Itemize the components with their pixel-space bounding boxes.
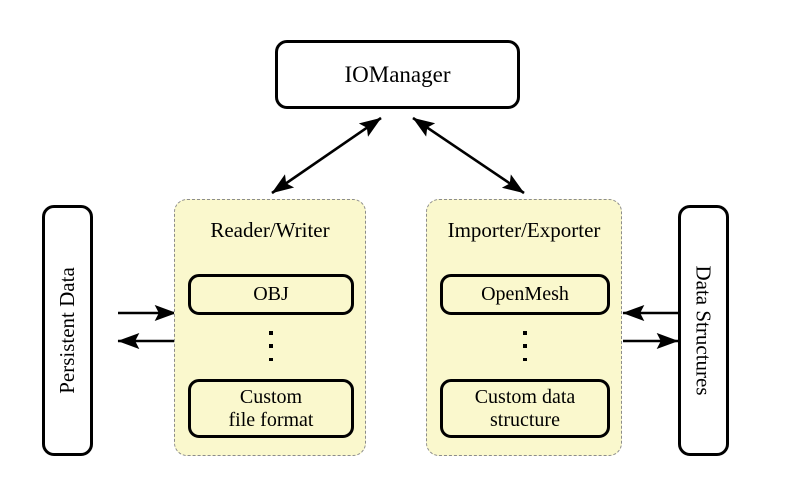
persistent-data-label: Persistent Data <box>55 267 79 394</box>
node-custom-file-format[interactable]: Custom file format <box>188 379 354 438</box>
ellipsis-reader-writer <box>266 331 276 361</box>
node-openmesh-label: OpenMesh <box>481 283 569 305</box>
node-custom-file-format-line2: file format <box>228 408 314 431</box>
node-custom-data-structure[interactable]: Custom data structure <box>440 379 610 438</box>
node-custom-data-structure-line1: Custom data <box>474 385 576 408</box>
data-structures-node[interactable]: Data Structures <box>678 205 729 456</box>
node-custom-file-format-line1: Custom <box>239 385 303 408</box>
node-obj[interactable]: OBJ <box>188 274 354 315</box>
node-obj-label: OBJ <box>253 283 289 305</box>
node-custom-data-structure-line2: structure <box>490 408 560 431</box>
panel-reader-writer[interactable]: Reader/Writer OBJ Custom file format <box>174 199 366 456</box>
io-manager-node[interactable]: IOManager <box>275 40 520 109</box>
panel-reader-writer-title: Reader/Writer <box>210 218 330 242</box>
arrow-readerwriter-iomanager <box>271 116 382 195</box>
node-openmesh[interactable]: OpenMesh <box>440 274 610 315</box>
persistent-data-node[interactable]: Persistent Data <box>42 205 93 456</box>
panel-importer-exporter-title: Importer/Exporter <box>447 218 601 242</box>
io-manager-label: IOManager <box>344 61 451 87</box>
ellipsis-importer-exporter <box>520 331 530 361</box>
panel-importer-exporter[interactable]: Importer/Exporter OpenMesh Custom data s… <box>426 199 622 456</box>
data-structures-label: Data Structures <box>692 265 717 396</box>
arrow-importerexporter-iomanager <box>412 116 525 195</box>
